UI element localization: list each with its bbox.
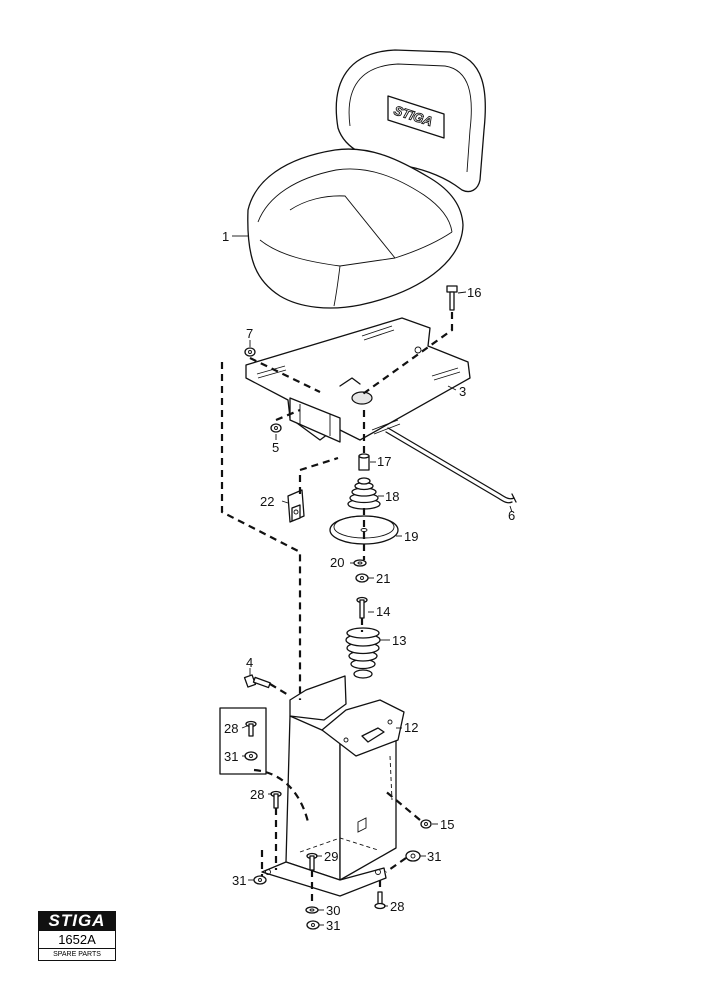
screw-28-bottom (374, 891, 386, 910)
callout-18: 18 (385, 489, 399, 504)
screw-28-inset (245, 720, 257, 737)
nut-5-part (270, 423, 282, 433)
assembly-guide-lines (220, 312, 454, 906)
callout-15: 15 (440, 817, 454, 832)
bolt-14-part (356, 596, 368, 619)
console-12-part (261, 675, 405, 897)
spring-18-part (347, 477, 381, 510)
callout-leaders (232, 235, 513, 926)
nut-31-left (253, 875, 267, 885)
callout-20: 20 (330, 555, 344, 570)
callout-28-left: 28 (250, 787, 264, 802)
seat-logo-plate: STIGA (387, 95, 445, 139)
callout-21: 21 (376, 571, 390, 586)
nut-31-inset (244, 751, 258, 761)
callout-5: 5 (272, 440, 279, 455)
nut-31-right (405, 850, 421, 862)
stiga-brand-badge: STIGA 1652A SPARE PARTS (38, 911, 116, 961)
washer-30 (305, 906, 319, 914)
callout-31-bottom: 31 (326, 918, 340, 933)
nut-15 (420, 819, 432, 829)
callout-31-right: 31 (427, 849, 441, 864)
sleeve-17-part (358, 453, 370, 471)
callout-29: 29 (324, 849, 338, 864)
callout-6: 6 (508, 508, 515, 523)
bolt-4-part (243, 674, 271, 689)
clip-22-part (287, 489, 305, 523)
bellows-13-part (345, 627, 381, 679)
fastener-inset-box (219, 707, 267, 775)
callout-28-inset: 28 (224, 721, 238, 736)
nut-7-part (244, 347, 256, 357)
callout-17: 17 (377, 454, 391, 469)
nut-21-part (355, 573, 369, 583)
callout-30: 30 (326, 903, 340, 918)
callout-7: 7 (246, 326, 253, 341)
screw-28-left (270, 790, 282, 809)
callout-14: 14 (376, 604, 390, 619)
logo-text: STIGA (48, 911, 106, 930)
nut-31-bottom (306, 920, 320, 930)
callout-4: 4 (246, 655, 253, 670)
rod-part (385, 427, 517, 504)
seat-part: STIGA (247, 49, 486, 309)
diagram-code: 1652A (38, 931, 116, 949)
diagram-caption: SPARE PARTS (38, 949, 116, 961)
callout-1: 1 (222, 229, 229, 244)
bolt-16-part (446, 285, 458, 311)
stiga-logo: STIGA (38, 911, 116, 931)
callout-12: 12 (404, 720, 418, 735)
callout-31-left: 31 (232, 873, 246, 888)
callout-16: 16 (467, 285, 481, 300)
mounting-plate-part (245, 317, 471, 443)
callout-labels: 1 16 7 3 5 17 22 18 6 19 20 21 14 13 4 1… (222, 229, 515, 933)
callout-22: 22 (260, 494, 274, 509)
callout-19: 19 (404, 529, 418, 544)
callout-31-inset: 31 (224, 749, 238, 764)
washer-20-part (353, 559, 367, 567)
callout-13: 13 (392, 633, 406, 648)
callout-28-bottom: 28 (390, 899, 404, 914)
callout-3: 3 (459, 384, 466, 399)
